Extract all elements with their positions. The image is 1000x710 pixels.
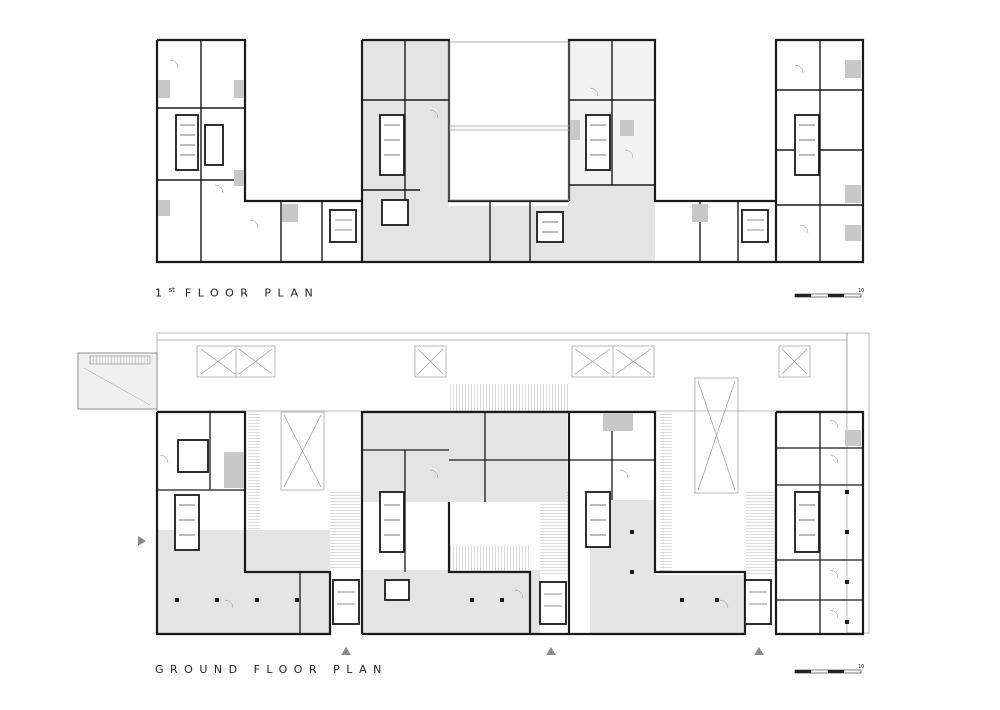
- gf-entrance-markers: [138, 536, 764, 655]
- ff-door-swings: [169, 59, 809, 234]
- entrance-marker-south-1: [341, 647, 351, 655]
- ground-floor-title: GROUND FLOOR PLAN: [155, 663, 388, 676]
- gf-paving: [248, 384, 775, 575]
- ff-window-rhythm: [157, 39, 863, 263]
- gf-exterior-walls: [155, 410, 865, 636]
- entrance-marker-west: [138, 536, 146, 546]
- gf-columns: [175, 490, 849, 624]
- ff-bathrooms: [158, 60, 861, 241]
- ff-shared-space-east: [569, 185, 655, 262]
- gf-scale-bar: 10: [794, 664, 864, 674]
- ff-scale-label: 10: [858, 288, 864, 294]
- first-floor-title-text: FLOOR PLAN: [184, 286, 320, 300]
- first-floor-title-suffix: st: [168, 286, 175, 294]
- ff-courtyard-void: [448, 41, 570, 201]
- gf-skylights: [196, 345, 811, 494]
- ff-cores: [175, 114, 820, 243]
- first-floor-title-number: 1: [155, 286, 169, 300]
- entrance-marker-south-3: [754, 647, 764, 655]
- gf-scale-label: 10: [858, 664, 864, 670]
- gf-stair-treads: [179, 504, 815, 607]
- gf-partitions: [157, 412, 863, 634]
- gf-west-bridge: [77, 352, 158, 410]
- gf-bathrooms: [224, 413, 861, 488]
- entrance-marker-south-2: [546, 647, 556, 655]
- gf-door-swings: [159, 419, 839, 619]
- ff-partitions: [157, 40, 863, 262]
- gf-cores: [174, 439, 820, 625]
- ground-floor-plan: [77, 332, 870, 655]
- first-floor-title: 1st FLOOR PLAN: [155, 286, 319, 300]
- ff-stair-treads: [180, 124, 815, 233]
- ff-scale-bar: 10: [794, 288, 864, 298]
- first-floor-plan: [155, 38, 865, 264]
